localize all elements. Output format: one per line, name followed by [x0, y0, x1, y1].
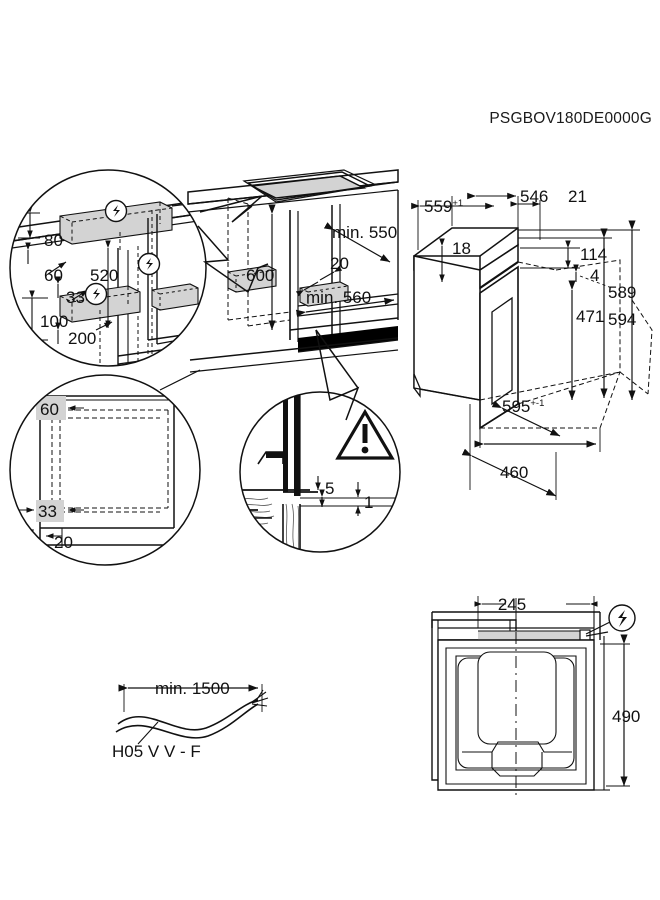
- cable-type-label: H05 V V - F: [112, 742, 201, 761]
- electrical-socket-icon: [137, 252, 161, 276]
- dim-20-cabinet: 20: [330, 254, 349, 273]
- cable-length-label: min. 1500: [155, 679, 230, 698]
- dim-80: 80: [44, 231, 63, 250]
- dim-520: 520: [90, 266, 118, 285]
- dim-33-top: 33: [38, 502, 57, 521]
- dim-60: 60: [44, 266, 63, 285]
- cabinet-cutout-view: [159, 169, 399, 421]
- dim-4: 4: [590, 266, 599, 285]
- dim-594: 594: [608, 310, 636, 329]
- detail-circle-worktop-edge: [239, 391, 401, 553]
- electrical-socket-icon: [608, 604, 636, 632]
- dim-min-550: min. 550: [332, 223, 397, 242]
- dim-471: 471: [576, 307, 604, 326]
- dim-589: 589: [608, 283, 636, 302]
- detail-circle-top-view: [9, 374, 201, 566]
- dim-490: 490: [612, 707, 640, 726]
- dim-60-top: 60: [40, 400, 59, 419]
- dim-114: 114: [580, 245, 607, 264]
- power-cable-spec: [115, 684, 269, 745]
- detail-circle-socket-position: [9, 169, 207, 367]
- dim-5: 5: [325, 479, 334, 498]
- dim-18: 18: [452, 239, 471, 258]
- dim-600: 600: [246, 266, 274, 285]
- dim-245: 245: [498, 595, 526, 614]
- dim-20-top: 20: [54, 533, 73, 552]
- dim-100: 100: [40, 312, 68, 331]
- oven-isometric-view: [411, 192, 653, 500]
- page-title: PSGBOV180DE0000G: [489, 110, 652, 127]
- dim-1: 1: [364, 493, 373, 512]
- electrical-socket-icon: [84, 282, 108, 306]
- dim-21: 21: [568, 187, 587, 206]
- dim-min-560: min. 560: [306, 288, 371, 307]
- oven-rear-view: [431, 596, 630, 798]
- dim-559: 559+1: [424, 197, 463, 216]
- dim-595: 595+-1: [502, 397, 544, 416]
- warning-triangle-icon: [335, 408, 395, 460]
- electrical-socket-icon: [104, 199, 128, 223]
- dim-460: 460: [500, 463, 528, 482]
- dim-200: 200: [68, 329, 96, 348]
- dim-546: 546: [520, 187, 548, 206]
- dim-33: 33: [66, 288, 85, 307]
